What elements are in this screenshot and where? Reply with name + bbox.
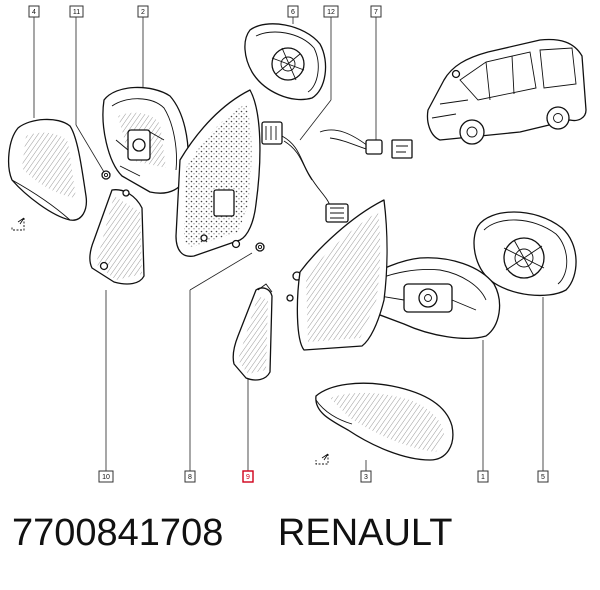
- callout-11: 11: [69, 5, 84, 18]
- svg-text:5: 5: [541, 474, 545, 481]
- callout-3: 3: [360, 470, 372, 483]
- svg-text:4: 4: [32, 9, 36, 16]
- svg-text:9: 9: [246, 474, 250, 481]
- leader-lines: [33, 17, 544, 471]
- svg-text:1: 1: [481, 474, 485, 481]
- part-number: 7700841708: [12, 512, 224, 554]
- svg-text:10: 10: [102, 474, 110, 481]
- trim-part-10: [89, 189, 145, 285]
- svg-text:6: 6: [291, 9, 295, 16]
- svg-text:11: 11: [73, 9, 80, 16]
- mirror-glass-part-6: [244, 23, 327, 101]
- callout-8: 8: [184, 470, 196, 483]
- inner-panel-part-8: [175, 89, 265, 257]
- heater-wire-part-7: [319, 129, 413, 159]
- svg-text:3: 3: [364, 474, 368, 481]
- footer-caption: 7700841708 RENAULT: [12, 512, 592, 572]
- brand-name: RENAULT: [277, 512, 453, 554]
- trim-part-9: [232, 283, 273, 381]
- callout-6: 6: [287, 5, 299, 18]
- callout-4: 4: [28, 5, 40, 18]
- connector-part-12: [261, 121, 349, 223]
- glass-panel-center: [296, 199, 388, 351]
- callout-10: 10: [98, 470, 114, 483]
- callout-5: 5: [537, 470, 549, 483]
- car-illustration: [426, 38, 587, 145]
- svg-text:2: 2: [141, 9, 145, 16]
- callout-1: 1: [477, 470, 489, 483]
- nut-part-11: [101, 170, 111, 180]
- svg-text:8: 8: [188, 474, 192, 481]
- svg-text:12: 12: [327, 9, 335, 16]
- mirror-cover-part-4: [7, 118, 88, 221]
- mirror-glass-part-5: [473, 211, 577, 297]
- lower-cover-part-3: [315, 382, 454, 461]
- svg-text:7: 7: [374, 9, 378, 16]
- arrow-marker-3: [315, 453, 329, 465]
- arrow-marker-4: [11, 217, 25, 231]
- callout-2: 2: [137, 5, 149, 18]
- callout-12: 12: [323, 5, 339, 18]
- callout-9-highlighted: 9: [242, 470, 254, 483]
- callout-7: 7: [370, 5, 382, 18]
- mirror-housing-part-2: [102, 86, 190, 194]
